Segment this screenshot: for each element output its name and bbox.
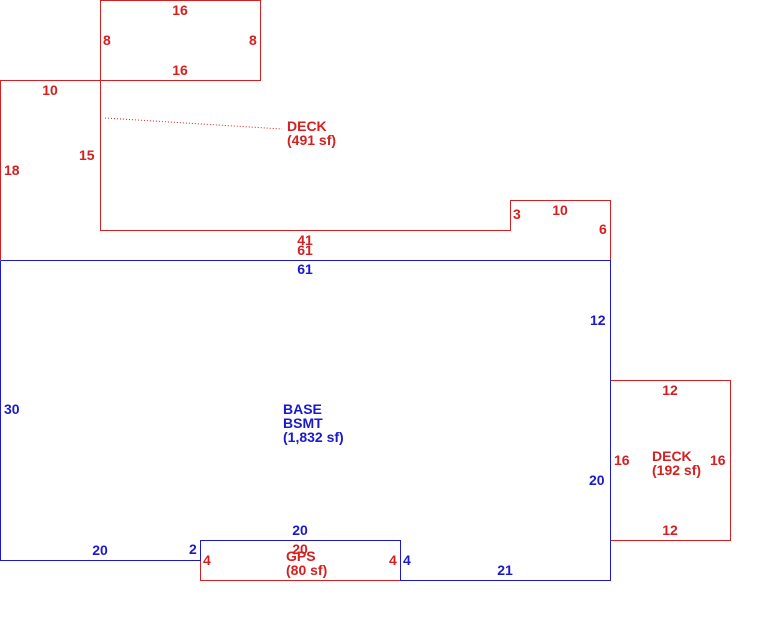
dim-base-notch-right: 4 (403, 552, 411, 568)
dim-deck-step-top: 10 (552, 202, 568, 218)
dim-deck-top-left: 10 (42, 82, 58, 98)
dim-garage-right: 4 (389, 552, 397, 568)
deck-main-outline (0, 80, 611, 260)
dim-deck-left-outer: 18 (4, 162, 20, 178)
dim-base-notch-top: 20 (292, 522, 308, 538)
garage-label: GPS (286, 548, 316, 564)
deck-main-area: (491 sf) (287, 132, 336, 148)
dim-deck-small-left: 16 (614, 452, 630, 468)
garage-area: (80 sf) (286, 562, 327, 578)
upper-deck-rect (100, 0, 261, 81)
dim-top-rect-right: 8 (249, 32, 257, 48)
dim-base-right-lower: 20 (589, 472, 605, 488)
base-label: BASE (283, 401, 322, 417)
dim-top-rect-bottom: 16 (172, 62, 188, 78)
dim-deck-step-right: 6 (599, 221, 607, 237)
deck-small-area: (192 sf) (652, 462, 701, 478)
deck-small-outline (610, 380, 731, 541)
deck-leader-line (104, 117, 283, 130)
dim-base-left: 30 (4, 401, 20, 417)
deck-small-label: DECK (652, 448, 692, 464)
dim-base-bottom-right: 21 (497, 562, 513, 578)
dim-garage-left: 4 (203, 552, 211, 568)
dim-garage-top: 20 (292, 541, 308, 557)
dim-top-rect-left: 8 (103, 32, 111, 48)
dim-deck-bottom-inner: 41 (297, 232, 313, 248)
dim-deck-step-left: 3 (513, 206, 521, 222)
dim-base-right-upper: 12 (590, 312, 606, 328)
base-outline (0, 260, 611, 581)
base-area: (1,832 sf) (283, 429, 344, 445)
dim-deck-small-bottom: 12 (662, 522, 678, 538)
dim-deck-left-inner: 15 (79, 147, 95, 163)
base-sub-label: BSMT (283, 415, 323, 431)
dim-deck-bottom-outer: 61 (297, 242, 313, 258)
dim-deck-small-right: 16 (710, 452, 726, 468)
dim-top-rect-top: 16 (172, 2, 188, 18)
dim-base-notch-small: 2 (189, 541, 197, 557)
dim-base-top: 61 (297, 261, 313, 277)
deck-main-label: DECK (287, 118, 327, 134)
dim-base-bottom-left: 20 (92, 542, 108, 558)
dim-deck-small-top: 12 (662, 382, 678, 398)
